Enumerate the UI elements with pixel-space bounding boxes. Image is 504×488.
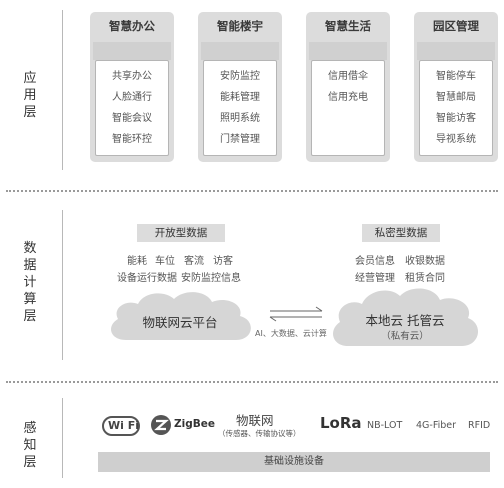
iot-cloud-label: 物联网云平台 bbox=[142, 315, 218, 330]
app-column-box: 共享办公人脸通行智能会议智能环控 bbox=[95, 60, 169, 156]
layer-label-data-compute: 数据计算层 bbox=[23, 241, 37, 324]
app-item: 信用借伞 bbox=[328, 71, 368, 82]
open-data-row2-item: 设备运行数据 bbox=[117, 273, 177, 284]
app-column-title: 智能楼宇 bbox=[217, 19, 263, 33]
app-column: 智慧办公共享办公人脸通行智能会议智能环控 bbox=[90, 12, 174, 162]
app-column-divider bbox=[201, 42, 279, 60]
open-data-row1-item: 访客 bbox=[213, 256, 233, 267]
app-item: 智能访客 bbox=[436, 113, 476, 124]
layer-separator-2 bbox=[6, 381, 498, 383]
app-item: 门禁管理 bbox=[220, 134, 260, 145]
zigbee-label: ZigBee bbox=[174, 418, 215, 430]
zigbee-logo-icon bbox=[151, 415, 171, 435]
arrow-caption: AI、大数据、云计算 bbox=[255, 329, 327, 338]
iot-sublabel: （传感器、传输协议等） bbox=[218, 429, 301, 438]
open-data-row1-item: 车位 bbox=[155, 256, 175, 267]
layer-label-application: 应用层 bbox=[23, 71, 37, 120]
app-column-title: 园区管理 bbox=[433, 19, 479, 33]
wifi-label: Wi Fi bbox=[108, 419, 140, 432]
app-column-box: 信用借伞信用充电 bbox=[311, 60, 385, 156]
app-item: 人脸通行 bbox=[112, 92, 152, 103]
private-data-label: 私密型数据 bbox=[362, 224, 440, 242]
lora-label: LoRa bbox=[320, 414, 362, 432]
layer-divider-application bbox=[62, 10, 63, 170]
app-item: 智能停车 bbox=[436, 71, 476, 82]
app-item: 照明系统 bbox=[220, 113, 260, 124]
layer-label-perception: 感知层 bbox=[23, 421, 37, 470]
private-data-row1-item: 收银数据 bbox=[405, 256, 445, 267]
open-data-row1-item: 能耗 bbox=[127, 256, 147, 267]
nblot-label: NB-LOT bbox=[367, 420, 403, 431]
layer-divider-perception bbox=[62, 398, 63, 478]
private-data-row2-item: 经营管理 bbox=[355, 273, 395, 284]
open-data-label: 开放型数据 bbox=[137, 224, 225, 242]
app-item: 安防监控 bbox=[220, 71, 260, 82]
local-cloud-label: 本地云 托管云 bbox=[365, 313, 445, 328]
app-column-box: 智能停车智慧邮局智能访客导视系统 bbox=[419, 60, 493, 156]
app-item: 智能环控 bbox=[112, 134, 152, 145]
private-data-row1-item: 会员信息 bbox=[355, 256, 395, 267]
open-data-row2-item: 安防监控信息 bbox=[181, 273, 241, 284]
layer-separator-1 bbox=[6, 190, 498, 192]
rfid-label: RFID bbox=[468, 420, 491, 431]
app-item: 智慧邮局 bbox=[436, 92, 476, 103]
app-item: 导视系统 bbox=[436, 134, 476, 145]
app-column-divider bbox=[417, 42, 495, 60]
app-item: 能耗管理 bbox=[220, 92, 260, 103]
fiber-label: 4G-Fiber bbox=[416, 420, 457, 431]
local-cloud-sublabel: （私有云） bbox=[381, 331, 429, 342]
app-item: 信用充电 bbox=[328, 92, 368, 103]
infrastructure-bar: 基础设施设备 bbox=[98, 452, 490, 472]
app-column-title: 智慧生活 bbox=[325, 19, 371, 33]
app-column-title: 智慧办公 bbox=[109, 19, 155, 33]
app-column: 智能楼宇安防监控能耗管理照明系统门禁管理 bbox=[198, 12, 282, 162]
app-item: 智能会议 bbox=[112, 113, 152, 124]
app-column: 园区管理智能停车智慧邮局智能访客导视系统 bbox=[414, 12, 498, 162]
private-data-row2-item: 租赁合同 bbox=[405, 273, 445, 284]
layer-divider-data-compute bbox=[62, 210, 63, 360]
app-column-box: 安防监控能耗管理照明系统门禁管理 bbox=[203, 60, 277, 156]
bidirectional-arrow-icon bbox=[269, 306, 323, 322]
iot-cloud-platform bbox=[111, 292, 251, 340]
app-column-divider bbox=[93, 42, 171, 60]
app-column: 智慧生活信用借伞信用充电 bbox=[306, 12, 390, 162]
local-cloud bbox=[333, 288, 479, 346]
app-column-divider bbox=[309, 42, 387, 60]
app-item: 共享办公 bbox=[112, 71, 152, 82]
open-data-row1-item: 客流 bbox=[184, 256, 204, 267]
iot-label: 物联网 bbox=[236, 413, 274, 428]
wifi-logo-icon bbox=[102, 416, 140, 436]
